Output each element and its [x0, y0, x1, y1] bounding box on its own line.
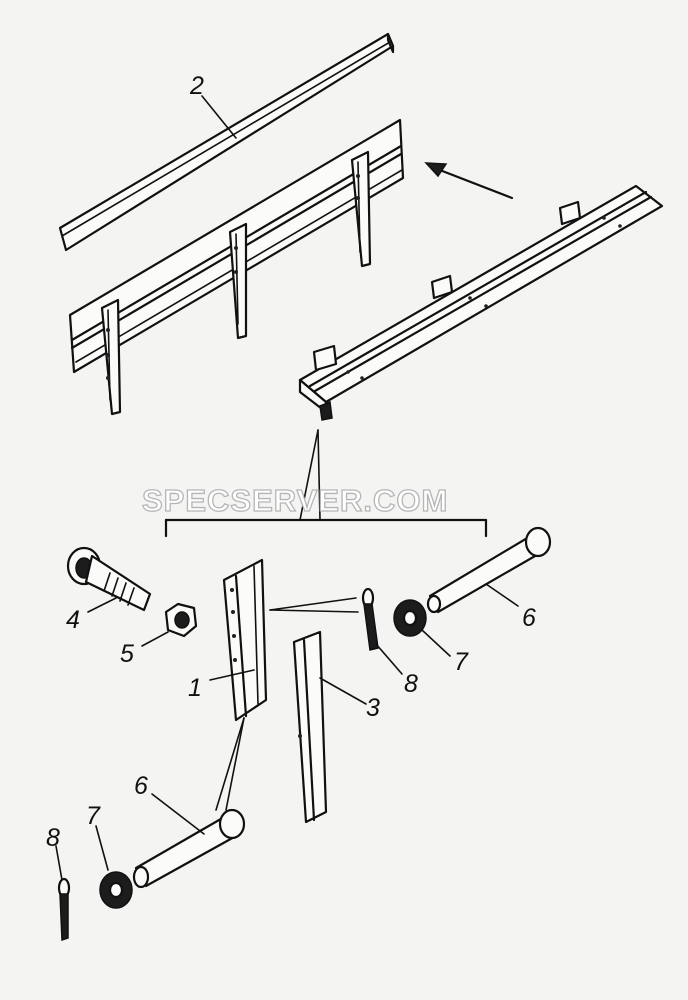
cotter-pin-part-8-upper [361, 587, 379, 651]
nut-part-5 [164, 602, 198, 638]
label-3: 3 [366, 694, 380, 722]
watermark: SPECSERVER.COM [142, 483, 448, 518]
washer-part-7-lower [99, 871, 133, 909]
bolt-part-4 [66, 546, 152, 612]
label-5: 5 [120, 640, 134, 668]
label-7-lower: 7 [86, 802, 101, 830]
label-8-upper: 8 [404, 670, 418, 698]
direction-arrow [424, 162, 514, 200]
label-4: 4 [66, 606, 80, 634]
washer-part-7-upper [393, 599, 427, 637]
sleeve-part-3 [292, 630, 328, 824]
cotter-pin-part-8-lower [57, 877, 71, 942]
side-board-right [298, 184, 664, 421]
rail-part-2 [58, 32, 395, 252]
label-6-upper: 6 [522, 604, 536, 632]
stake-part-1 [222, 558, 268, 722]
label-2: 2 [189, 72, 204, 100]
label-1: 1 [188, 674, 202, 702]
side-board-assembly [68, 118, 405, 416]
label-7-upper: 7 [454, 648, 469, 676]
leader-lines [55, 95, 519, 881]
label-6-lower: 6 [134, 772, 148, 800]
label-8-lower: 8 [46, 824, 60, 852]
pin-part-6-lower [132, 808, 246, 889]
connector-lines [215, 597, 359, 811]
detail-bracket [164, 429, 488, 538]
pin-part-6-upper [426, 526, 552, 614]
